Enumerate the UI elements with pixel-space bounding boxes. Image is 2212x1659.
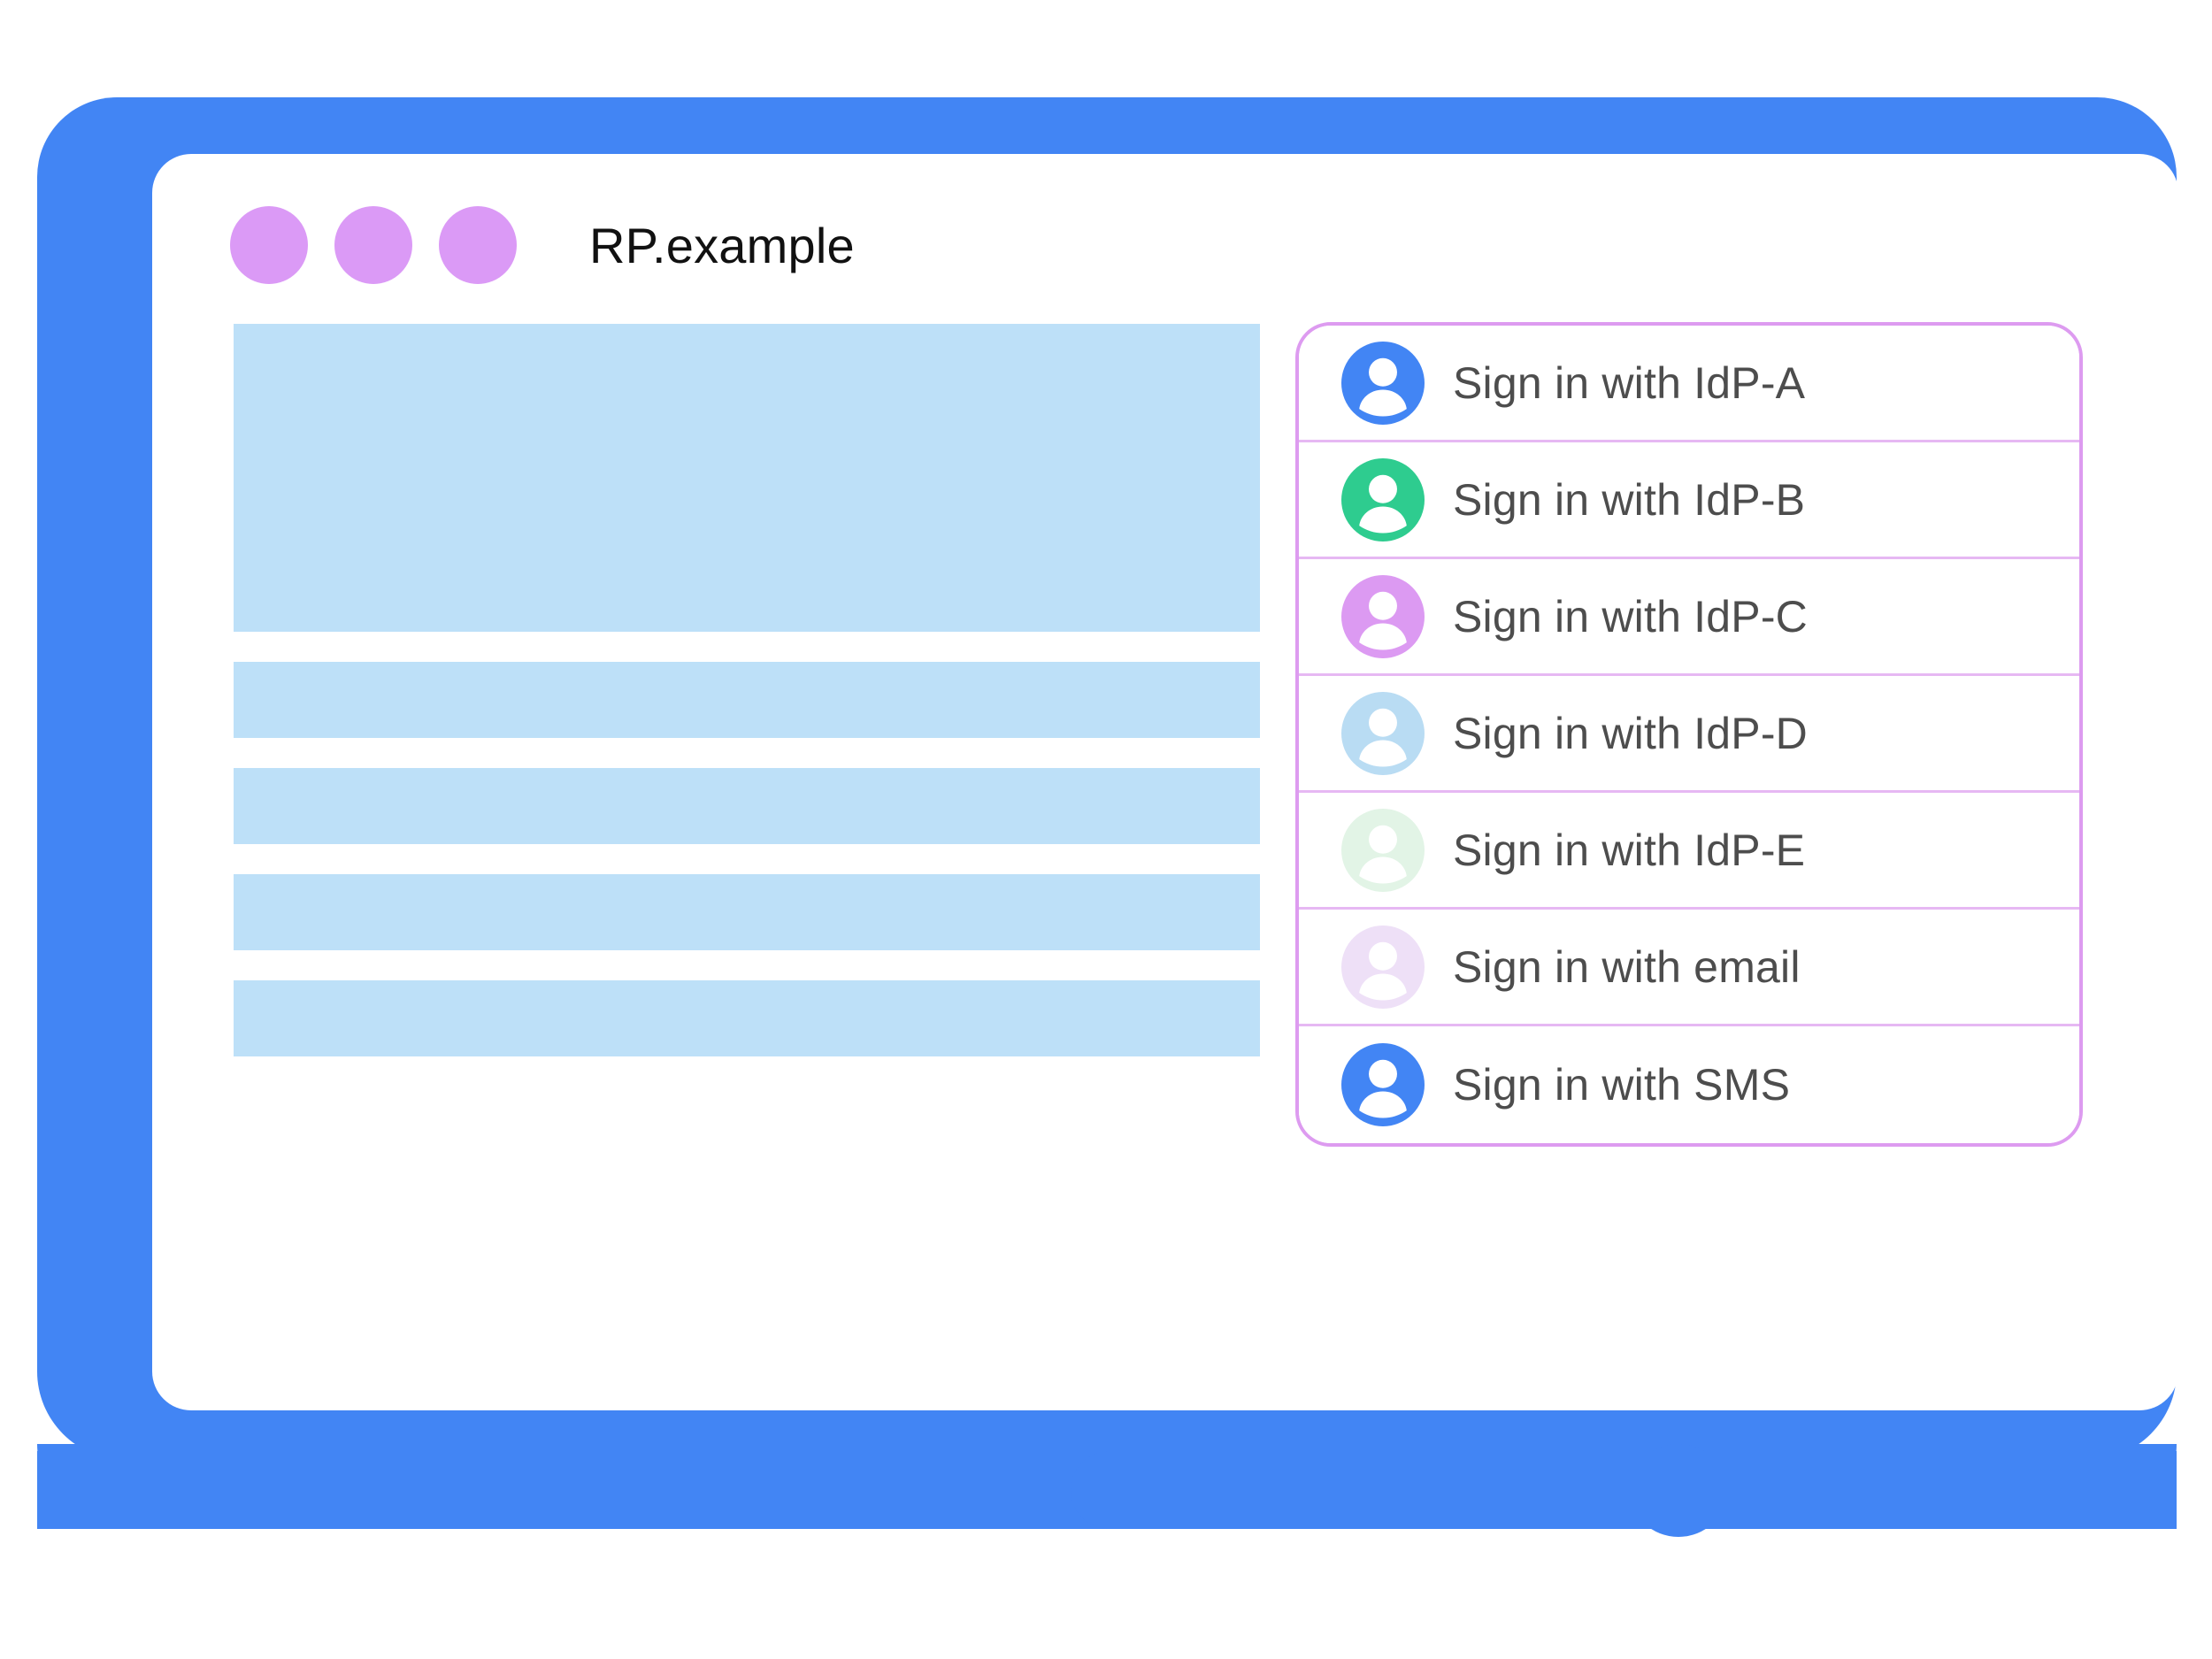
browser-screen: RP.example Sign in with IdP-A Sign i <box>152 154 2178 1410</box>
avatar-idp-b-icon <box>1341 457 1425 541</box>
title-dot-1 <box>230 206 308 284</box>
account-label: Sign in with IdP-A <box>1453 357 1806 408</box>
account-row-idp-a[interactable]: Sign in with IdP-A <box>1299 326 2079 442</box>
device-bottom-bezel <box>37 1444 2177 1575</box>
avatar-idp-a-icon <box>1341 341 1425 425</box>
content-skeleton <box>234 324 1260 1087</box>
device-frame: RP.example Sign in with IdP-A Sign i <box>37 97 2178 1460</box>
bezel-bar-right <box>1071 1451 2177 1529</box>
line-placeholder-3 <box>234 874 1260 950</box>
account-row-sms[interactable]: Sign in with SMS <box>1299 1026 2079 1143</box>
account-row-idp-d[interactable]: Sign in with IdP-D <box>1299 676 2079 793</box>
avatar-sms-icon <box>1341 1043 1425 1126</box>
account-row-idp-e[interactable]: Sign in with IdP-E <box>1299 793 2079 910</box>
hero-placeholder <box>234 324 1260 632</box>
account-row-idp-c[interactable]: Sign in with IdP-C <box>1299 559 2079 676</box>
account-label: Sign in with email <box>1453 941 1801 992</box>
title-bar: RP.example <box>230 196 855 294</box>
line-placeholder-2 <box>234 768 1260 844</box>
account-chooser-panel: Sign in with IdP-A Sign in with IdP-B Si… <box>1295 322 2083 1147</box>
avatar-email-icon <box>1341 925 1425 1009</box>
line-placeholder-4 <box>234 980 1260 1056</box>
avatar-idp-c-icon <box>1341 574 1425 658</box>
account-label: Sign in with SMS <box>1453 1060 1791 1110</box>
account-row-idp-b[interactable]: Sign in with IdP-B <box>1299 442 2079 559</box>
title-dot-3 <box>439 206 517 284</box>
account-row-email[interactable]: Sign in with email <box>1299 910 2079 1026</box>
title-dot-2 <box>334 206 412 284</box>
page-title: RP.example <box>589 217 855 273</box>
account-label: Sign in with IdP-E <box>1453 825 1806 875</box>
account-label: Sign in with IdP-D <box>1453 708 1808 758</box>
account-label: Sign in with IdP-C <box>1453 591 1808 641</box>
avatar-idp-e-icon <box>1341 808 1425 892</box>
account-label: Sign in with IdP-B <box>1453 474 1806 525</box>
avatar-idp-d-icon <box>1341 691 1425 775</box>
line-placeholder-1 <box>234 662 1260 738</box>
